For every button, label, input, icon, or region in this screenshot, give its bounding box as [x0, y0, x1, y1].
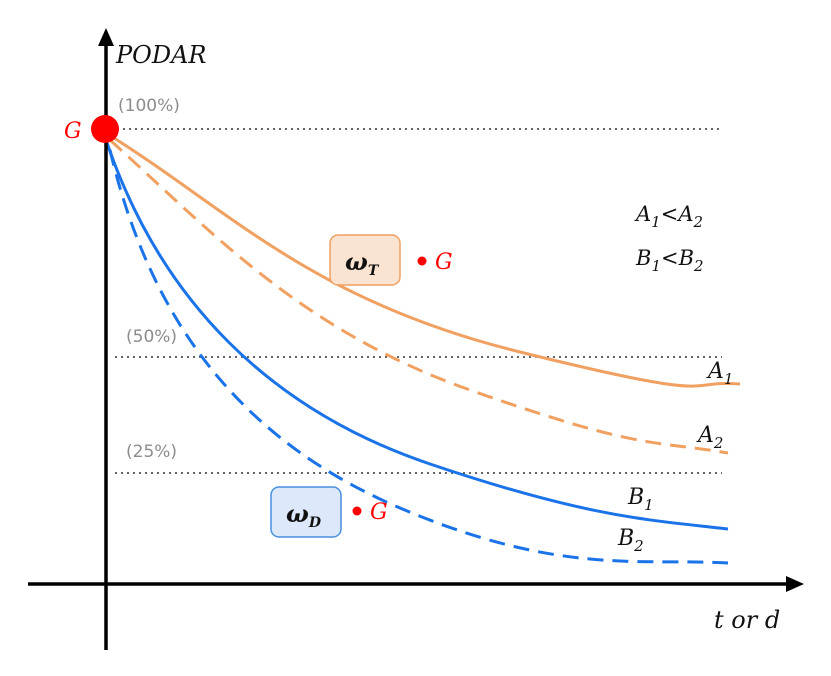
y-axis-label: PODAR	[115, 41, 206, 69]
condition-b: B1<B2	[635, 246, 704, 275]
x-axis-arrow-icon	[786, 576, 804, 592]
reference-label-100: (100%)	[118, 96, 180, 116]
origin-point-label: G	[64, 119, 82, 144]
curve-label-b2: B2	[617, 526, 644, 555]
x-axis-label: t or d	[714, 606, 780, 634]
reference-label-50: (50%)	[126, 327, 177, 347]
omega-d-box	[270, 486, 342, 538]
omega-d-marker-label: G	[370, 500, 388, 525]
curve-b2	[108, 149, 729, 565]
omega-t-symbol: ωT	[345, 247, 380, 279]
reference-label-25: (25%)	[126, 442, 177, 462]
omega-d-marker	[352, 506, 362, 516]
origin-point-marker	[91, 115, 119, 143]
curve-a2	[108, 138, 729, 455]
curve-label-b1: B1	[627, 485, 654, 514]
omega-d-symbol: ωD	[286, 499, 322, 531]
curve-a1	[105, 131, 741, 388]
omega-t-marker-label: G	[435, 250, 453, 275]
curve-label-a2: A2	[696, 423, 723, 452]
y-axis-arrow-icon	[98, 28, 114, 46]
omega-t-box	[329, 234, 401, 286]
curve-label-a1: A1	[706, 359, 733, 388]
curve-b1	[104, 139, 729, 531]
condition-a: A1<A2	[634, 202, 703, 231]
omega-t-marker	[417, 256, 427, 266]
